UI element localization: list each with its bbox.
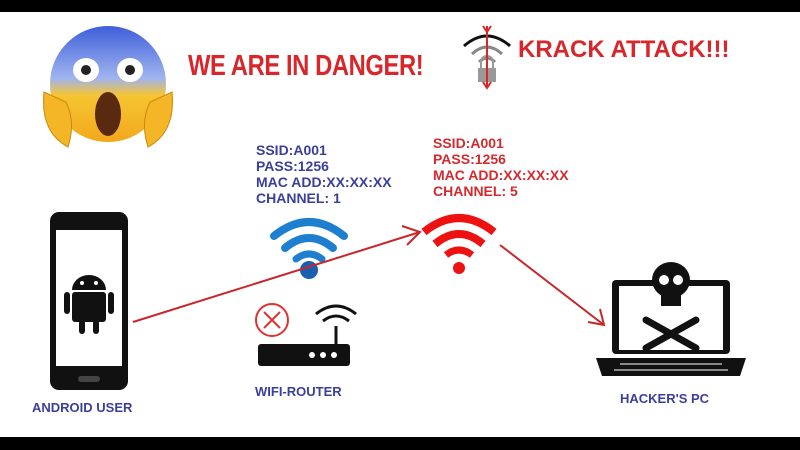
wifi-router-label: WIFI-ROUTER xyxy=(255,384,342,399)
android-logo-icon xyxy=(64,275,114,334)
danger-headline: WE ARE IN DANGER! xyxy=(188,50,424,82)
legit-ssid: SSID:A001 xyxy=(256,142,327,158)
android-phone-icon xyxy=(50,212,128,390)
hacker-laptop-icon xyxy=(596,262,746,376)
legit-pass: PASS:1256 xyxy=(256,158,329,174)
legit-mac: MAC ADD:XX:XX:XX xyxy=(256,174,392,190)
scream-emoji-icon xyxy=(43,26,173,148)
android-user-label: ANDROID USER xyxy=(32,400,133,415)
legit-ap-info: SSID:A001 PASS:1256 MAC ADD:XX:XX:XX CHA… xyxy=(256,142,392,206)
rogue-wifi-icon xyxy=(421,214,497,274)
hackers-pc-label: HACKER'S PC xyxy=(620,391,710,406)
wifi-router-icon xyxy=(255,303,357,366)
rogue-mac: MAC ADD:XX:XX:XX xyxy=(433,167,569,183)
krack-wifi-lock-icon xyxy=(463,25,511,90)
legit-wifi-icon xyxy=(270,218,348,279)
top-border xyxy=(0,0,800,12)
rogue-channel: CHANNEL: 5 xyxy=(433,183,518,199)
legit-channel: CHANNEL: 1 xyxy=(256,190,341,206)
rogue-to-hacker-arrow xyxy=(499,244,605,326)
rogue-pass: PASS:1256 xyxy=(433,151,506,167)
user-to-rogue-arrow xyxy=(132,231,421,323)
skull-crossbones-icon xyxy=(642,262,700,352)
bottom-border xyxy=(0,437,800,450)
krack-attack-title: KRACK ATTACK!!! xyxy=(518,36,730,63)
rogue-ap-info: SSID:A001 PASS:1256 MAC ADD:XX:XX:XX CHA… xyxy=(433,135,569,199)
rogue-ssid: SSID:A001 xyxy=(433,135,504,151)
